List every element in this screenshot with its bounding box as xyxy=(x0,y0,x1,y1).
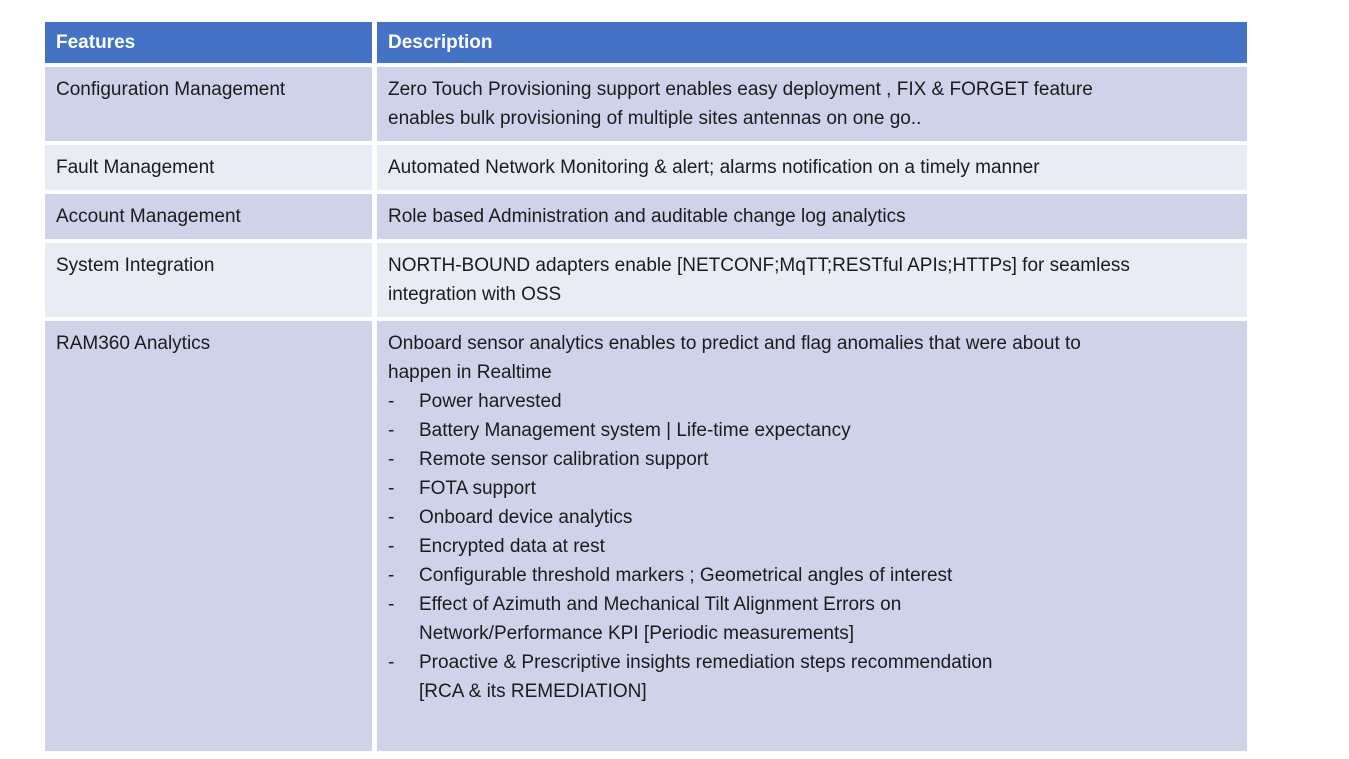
feature-cell: RAM360 Analytics xyxy=(45,321,372,751)
description-line: enables bulk provisioning of multiple si… xyxy=(388,108,922,129)
bullet-line: Effect of Azimuth and Mechanical Tilt Al… xyxy=(419,594,902,615)
bullet-text: Configurable threshold markers ; Geometr… xyxy=(419,561,1236,590)
bullet-line: [RCA & its REMEDIATION] xyxy=(419,681,647,702)
bullet-line: FOTA support xyxy=(419,478,536,499)
bullet-line: Battery Management system | Life-time ex… xyxy=(419,420,851,441)
table-row-fault-management: Fault Management Automated Network Monit… xyxy=(45,145,1247,190)
bullet-item: - Onboard device analytics xyxy=(388,503,1236,532)
bullet-line: Encrypted data at rest xyxy=(419,536,605,557)
bullet-text: Power harvested xyxy=(419,387,1236,416)
table-row-ram360-analytics: RAM360 Analytics Onboard sensor analytic… xyxy=(45,321,1247,751)
bullet-line: Configurable threshold markers ; Geometr… xyxy=(419,565,953,586)
bullet-dash: - xyxy=(388,507,395,528)
bullet-item: - Configurable threshold markers ; Geome… xyxy=(388,561,1236,590)
feature-cell: Configuration Management xyxy=(45,67,372,141)
bullet-text: Remote sensor calibration support xyxy=(419,445,1236,474)
description-cell: Role based Administration and auditable … xyxy=(377,194,1247,239)
bullet-line: Remote sensor calibration support xyxy=(419,449,709,470)
table-row-configuration-management: Configuration Management Zero Touch Prov… xyxy=(45,67,1247,141)
bullet-item: - FOTA support xyxy=(388,474,1236,503)
table-row-account-management: Account Management Role based Administra… xyxy=(45,194,1247,239)
feature-cell: System Integration xyxy=(45,243,372,317)
column-header-features: Features xyxy=(45,22,372,63)
description-line: happen in Realtime xyxy=(388,362,552,383)
bullet-item: - Proactive & Prescriptive insights reme… xyxy=(388,648,1236,706)
bullet-line: Proactive & Prescriptive insights remedi… xyxy=(419,652,993,673)
bullet-line: Power harvested xyxy=(419,391,562,412)
bullet-dash: - xyxy=(388,478,395,499)
description-line: Automated Network Monitoring & alert; al… xyxy=(388,157,1040,178)
features-table: Features Description Configuration Manag… xyxy=(45,22,1247,751)
bullet-dash: - xyxy=(388,420,395,441)
bullet-line: Network/Performance KPI [Periodic measur… xyxy=(419,623,855,644)
table-row-system-integration: System Integration NORTH-BOUND adapters … xyxy=(45,243,1247,317)
description-cell: Automated Network Monitoring & alert; al… xyxy=(377,145,1247,190)
description-line: Zero Touch Provisioning support enables … xyxy=(388,79,1093,100)
bullet-dash: - xyxy=(388,391,395,412)
bullet-item: - Battery Management system | Life-time … xyxy=(388,416,1236,445)
description-cell: Zero Touch Provisioning support enables … xyxy=(377,67,1247,141)
description-line: Onboard sensor analytics enables to pred… xyxy=(388,333,1081,354)
bullet-dash: - xyxy=(388,449,395,470)
bullet-dash: - xyxy=(388,652,395,673)
bullet-text: Onboard device analytics xyxy=(419,503,1236,532)
bullet-dash: - xyxy=(388,594,395,615)
bullet-item: - Power harvested xyxy=(388,387,1236,416)
bullet-text: Encrypted data at rest xyxy=(419,532,1236,561)
bullet-text: Proactive & Prescriptive insights remedi… xyxy=(419,648,1236,706)
bullet-dash: - xyxy=(388,565,395,586)
description-cell: NORTH-BOUND adapters enable [NETCONF;MqT… xyxy=(377,243,1247,317)
bullet-item: - Encrypted data at rest xyxy=(388,532,1236,561)
table-header-row: Features Description xyxy=(45,22,1247,63)
description-line: Role based Administration and auditable … xyxy=(388,206,906,227)
bullet-text: Battery Management system | Life-time ex… xyxy=(419,416,1236,445)
bullet-item: - Remote sensor calibration support xyxy=(388,445,1236,474)
bullet-text: FOTA support xyxy=(419,474,1236,503)
feature-cell: Account Management xyxy=(45,194,372,239)
description-line: integration with OSS xyxy=(388,284,562,305)
column-header-description: Description xyxy=(377,22,1247,63)
bullet-text: Effect of Azimuth and Mechanical Tilt Al… xyxy=(419,590,1236,648)
feature-cell: Fault Management xyxy=(45,145,372,190)
description-line: NORTH-BOUND adapters enable [NETCONF;MqT… xyxy=(388,255,1130,276)
bullet-dash: - xyxy=(388,536,395,557)
bullet-line: Onboard device analytics xyxy=(419,507,633,528)
description-cell: Onboard sensor analytics enables to pred… xyxy=(377,321,1247,751)
bullet-item: - Effect of Azimuth and Mechanical Tilt … xyxy=(388,590,1236,648)
